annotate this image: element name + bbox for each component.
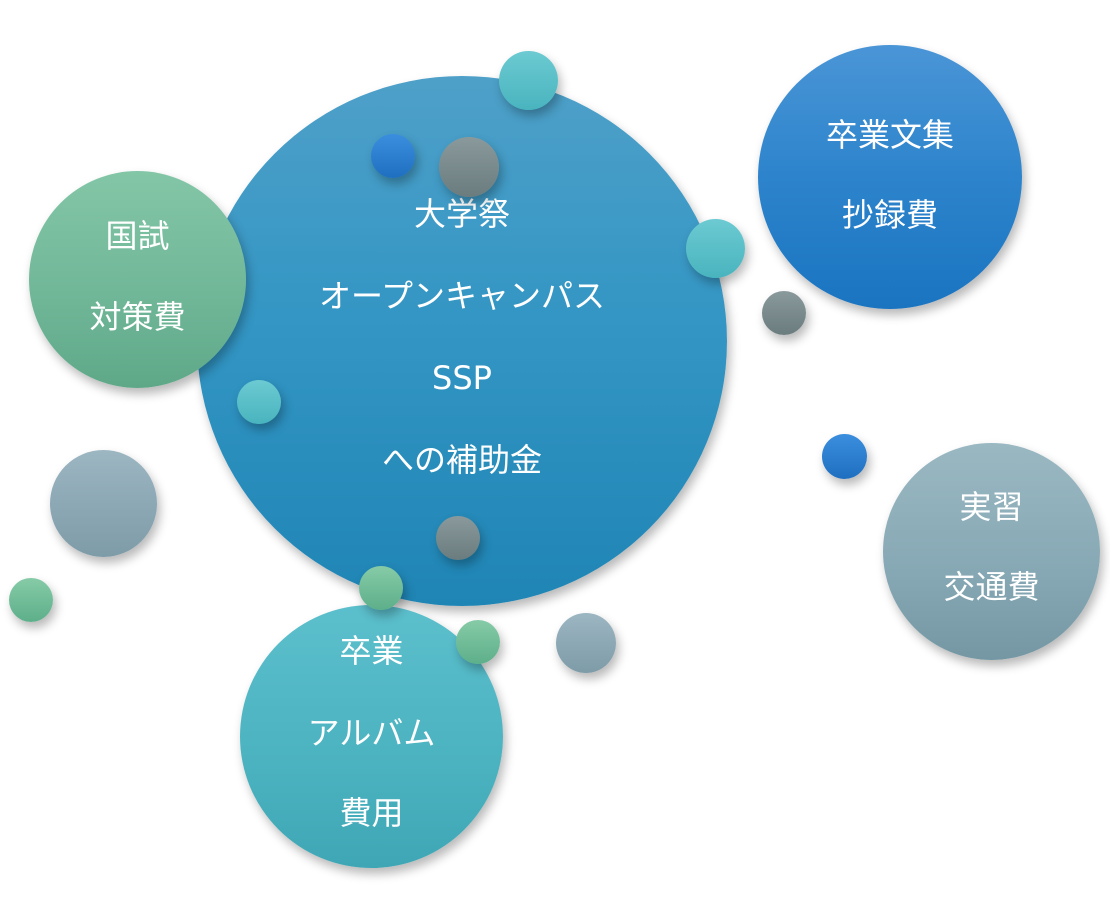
decor-bubble — [822, 434, 867, 479]
decor-bubble — [50, 450, 157, 557]
decor-bubble — [686, 219, 745, 278]
decor-bubble — [439, 137, 499, 197]
decor-bubble — [9, 578, 53, 622]
decor-bubble — [371, 134, 415, 178]
album-label-line3: 費用 — [339, 794, 404, 832]
subsidy-label-line4: への補助金 — [381, 441, 542, 479]
anthology-label-line1: 卒業文集 — [825, 116, 954, 154]
practicum-travel-bubble: 実習 交通費 — [883, 443, 1100, 660]
practicum-label-line1: 実習 — [959, 488, 1024, 526]
subsidy-label-line1: 大学祭 — [413, 195, 510, 233]
decor-bubble — [762, 291, 806, 335]
anthology-label-line2: 抄録費 — [841, 196, 938, 234]
practicum-label-line2: 交通費 — [943, 568, 1040, 606]
decor-bubble — [237, 380, 281, 424]
exam-prep-label-line2: 対策費 — [89, 298, 186, 336]
decor-bubble — [556, 613, 616, 673]
exam-prep-bubble: 国試 対策費 — [29, 171, 246, 388]
album-label-line1: 卒業 — [339, 632, 404, 670]
subsidy-label-line2: オープンキャンパス — [318, 277, 606, 315]
decor-bubble — [499, 51, 558, 110]
anthology-bubble: 卒業文集 抄録費 — [758, 45, 1022, 309]
album-label-line2: アルバム — [307, 714, 436, 752]
exam-prep-label-line1: 国試 — [105, 217, 170, 255]
decor-bubble — [456, 620, 500, 664]
decor-bubble — [359, 566, 403, 610]
album-bubble: 卒業 アルバム 費用 — [240, 605, 503, 868]
subsidy-label-line3: SSP — [432, 359, 492, 397]
decor-bubble — [436, 516, 480, 560]
